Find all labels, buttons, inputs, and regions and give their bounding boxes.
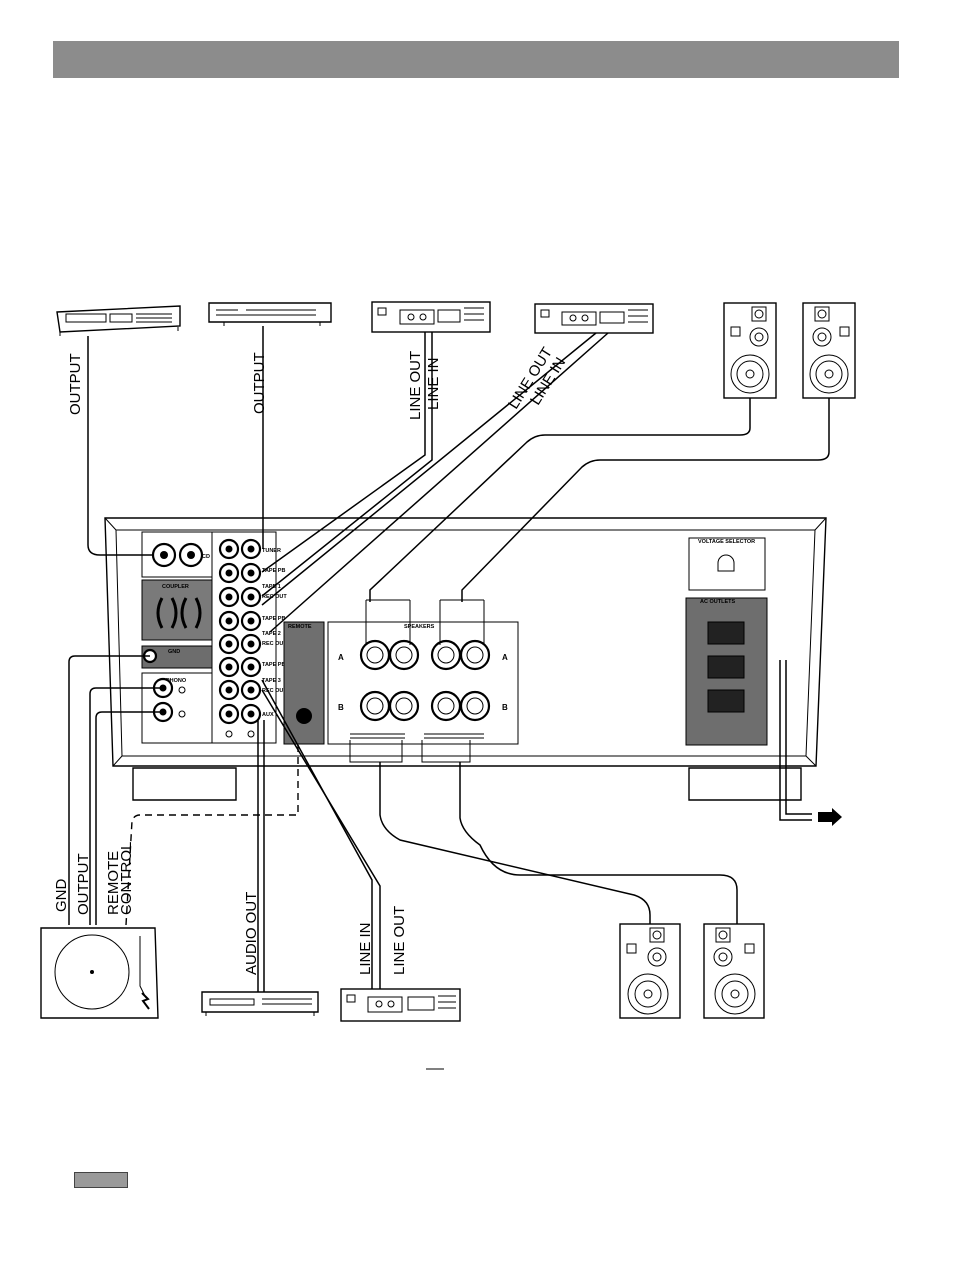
label-cd: CD bbox=[202, 554, 210, 560]
label-tuner: TUNER bbox=[262, 548, 281, 554]
label-tape-pb-3: TAPE PB bbox=[262, 662, 285, 668]
label-cd-output: OUTPUT bbox=[67, 353, 84, 415]
cables-bottom bbox=[68, 655, 738, 992]
label-tape1-line-in: LINE IN bbox=[425, 357, 442, 410]
cables-top bbox=[87, 326, 830, 645]
label-ac-outlets: AC OUTLETS bbox=[700, 599, 735, 605]
label-rec-out-1: REC OUT bbox=[262, 594, 287, 600]
speaker-icon bbox=[802, 302, 856, 399]
page-tab-marker bbox=[74, 1172, 128, 1188]
label-remote: REMOTE bbox=[288, 624, 312, 630]
label-rec-out-3: REC OUT bbox=[262, 688, 287, 694]
label-tape3: TAPE 3 bbox=[262, 678, 281, 684]
label-speaker-a-left: A bbox=[338, 653, 344, 662]
label-turntable-output: OUTPUT bbox=[75, 853, 92, 915]
label-tape3-line-out: LINE OUT bbox=[391, 906, 408, 975]
speaker-terminals bbox=[359, 639, 491, 722]
label-turntable-gnd: GND bbox=[53, 879, 70, 913]
label-remote-control-2: CONTROL bbox=[118, 842, 135, 915]
cassette-deck-icon bbox=[371, 301, 491, 333]
label-tuner-output: OUTPUT bbox=[251, 352, 268, 414]
label-aux: AUX bbox=[262, 712, 274, 718]
input-jack-column bbox=[218, 538, 262, 738]
speaker-icon bbox=[619, 923, 681, 1019]
label-voltage-selector: VOLTAGE SELECTOR bbox=[698, 539, 755, 545]
cd-player-icon bbox=[56, 305, 181, 336]
power-plug-arrow-icon bbox=[818, 808, 842, 826]
header-bar bbox=[53, 41, 899, 78]
label-couplers: COUPLER bbox=[162, 584, 189, 590]
label-speakers: SPEAKERS bbox=[404, 624, 435, 630]
turntable-icon bbox=[40, 927, 159, 1019]
label-tape2: TAPE 2 bbox=[262, 631, 281, 637]
label-tape3-line-in: LINE IN bbox=[357, 922, 374, 975]
cd-player-icon bbox=[201, 991, 319, 1016]
label-speaker-b-left: B bbox=[338, 703, 344, 712]
label-remote-control-1: REMOTE bbox=[105, 851, 122, 915]
tuner-icon bbox=[208, 302, 332, 326]
speaker-icon bbox=[723, 302, 777, 399]
label-tape1: TAPE 1 bbox=[262, 584, 281, 590]
label-rec-out-2: REC OUT bbox=[262, 641, 287, 647]
label-tape-pb-2: TAPE PB bbox=[262, 616, 285, 622]
amplifier-rear-panel: CD COUPLER GND PHONO bbox=[104, 517, 842, 826]
label-phono: PHONO bbox=[166, 678, 187, 684]
speaker-icon bbox=[703, 923, 765, 1019]
label-speaker-a-right: A bbox=[502, 653, 508, 662]
cassette-deck-icon bbox=[534, 303, 654, 334]
cassette-deck-icon bbox=[340, 988, 461, 1022]
label-tape1-line-out: LINE OUT bbox=[407, 351, 424, 420]
label-tape-pb-1: TAPE PB bbox=[262, 568, 285, 574]
label-speaker-b-right: B bbox=[502, 703, 508, 712]
label-audio-out: AUDIO OUT bbox=[243, 892, 260, 975]
label-gnd: GND bbox=[168, 649, 180, 655]
